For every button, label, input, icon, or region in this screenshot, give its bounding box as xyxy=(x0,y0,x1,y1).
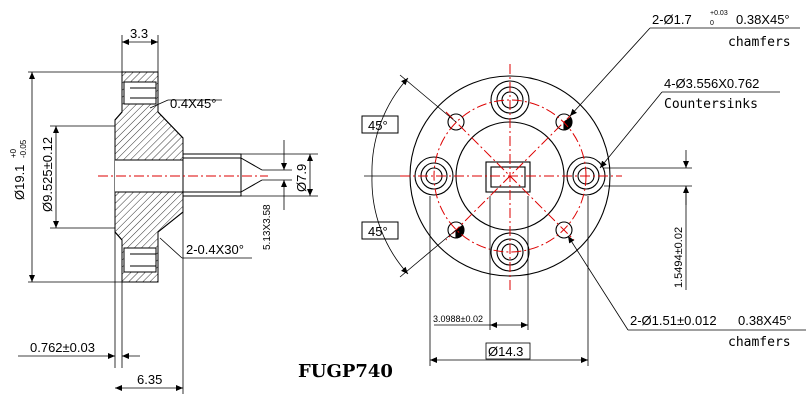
side-view-dimensions xyxy=(18,35,318,394)
part-number: FUGP740 xyxy=(298,361,393,382)
dim-offset-y: 1.5494±0.02 xyxy=(673,227,685,288)
shaft-flat xyxy=(485,161,531,193)
flange-hole-bottom xyxy=(123,247,157,273)
dim-od-tol-lower: -0.05 xyxy=(19,139,28,158)
dim-chamfer-top: 0.4X45° xyxy=(170,96,216,111)
callout-pin-holes: 2-Ø1.7 xyxy=(652,12,692,27)
dim-od: Ø19.1 xyxy=(12,165,27,200)
dim-od-tol-upper: +0 xyxy=(9,148,18,158)
callout-small-holes: 2-Ø1.51±0.012 xyxy=(630,313,717,328)
flange-outline xyxy=(114,71,184,283)
dim-hub: Ø9.525±0.12 xyxy=(40,137,55,212)
front-centerlines xyxy=(400,64,622,290)
angle-top-label: 45° xyxy=(368,118,388,133)
front-view-dimensions xyxy=(361,27,806,366)
dim-offset-x: 3.0988±0.02 xyxy=(433,314,483,324)
callout-pin-holes-tol-lower: 0 xyxy=(710,20,714,27)
dim-chamfer-bottom: 2-0.4X30° xyxy=(186,242,244,257)
dim-length: 6.35 xyxy=(137,372,162,387)
callout-countersinks-note: Countersinks xyxy=(664,97,758,112)
callout-small-holes-chamfer: 0.38X45° xyxy=(738,313,792,328)
callout-pin-holes-note: chamfers xyxy=(728,35,791,50)
shaft xyxy=(182,153,242,197)
dim-flat: 5.13X3.58 xyxy=(262,204,273,250)
dim-top-width: 3.3 xyxy=(130,26,148,41)
callout-pin-holes-tol-upper: +0.03 xyxy=(710,10,728,17)
dim-shaft: Ø7.9 xyxy=(294,164,309,192)
callout-small-holes-note: chamfers xyxy=(728,335,791,350)
side-view xyxy=(114,71,263,283)
small-hole-ul xyxy=(447,113,465,131)
dim-bolt-circle: Ø14.3 xyxy=(488,344,523,359)
callout-countersinks: 4-Ø3.556X0.762 xyxy=(664,76,759,91)
callout-pin-holes-chamfer: 0.38X45° xyxy=(736,12,790,27)
angle-bottom-label: 45° xyxy=(368,224,388,239)
flange-hole-top xyxy=(123,81,157,105)
dim-thickness: 0.762±0.03 xyxy=(30,340,95,355)
small-hole-lr xyxy=(555,221,573,239)
